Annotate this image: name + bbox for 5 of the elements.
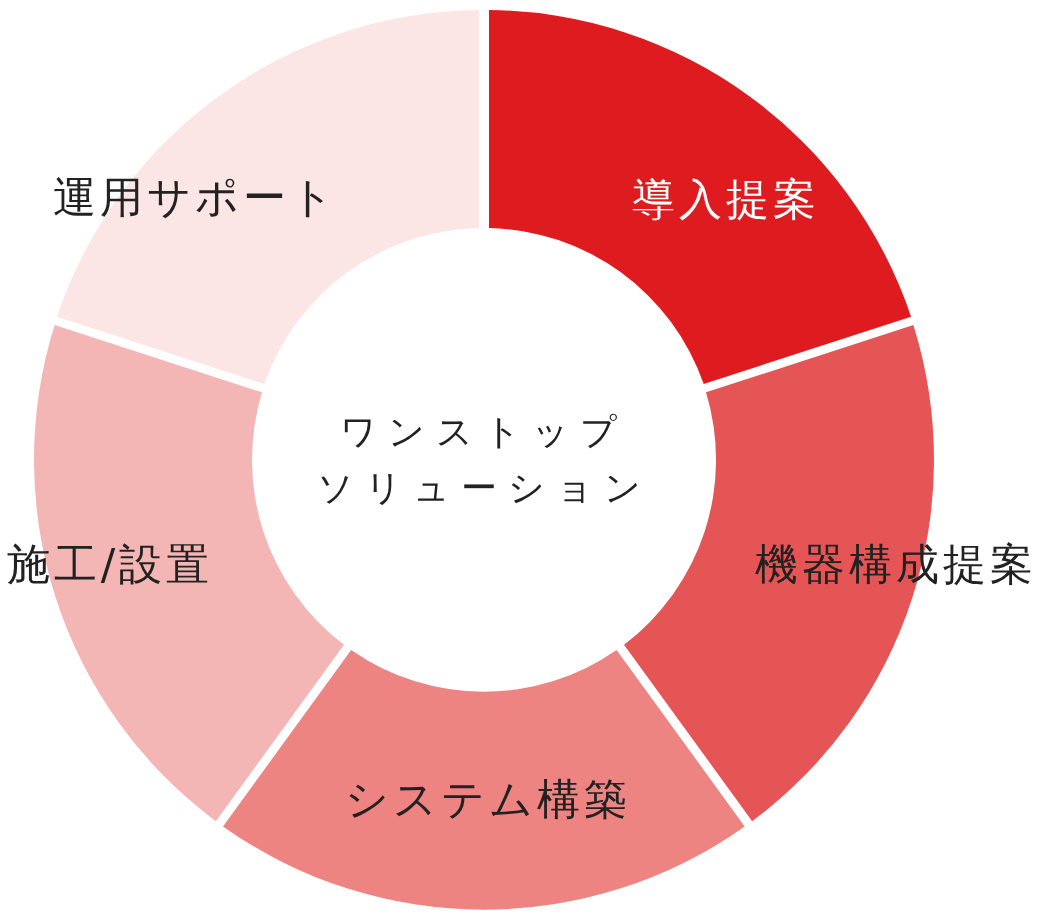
segment-label: 施工/設置	[6, 538, 214, 591]
segment-label: 運用サポート	[53, 171, 339, 224]
center-label: ワンストップソリューション	[316, 410, 652, 510]
segment-label: システム構築	[345, 773, 631, 826]
segment-label: 導入提案	[632, 173, 820, 226]
